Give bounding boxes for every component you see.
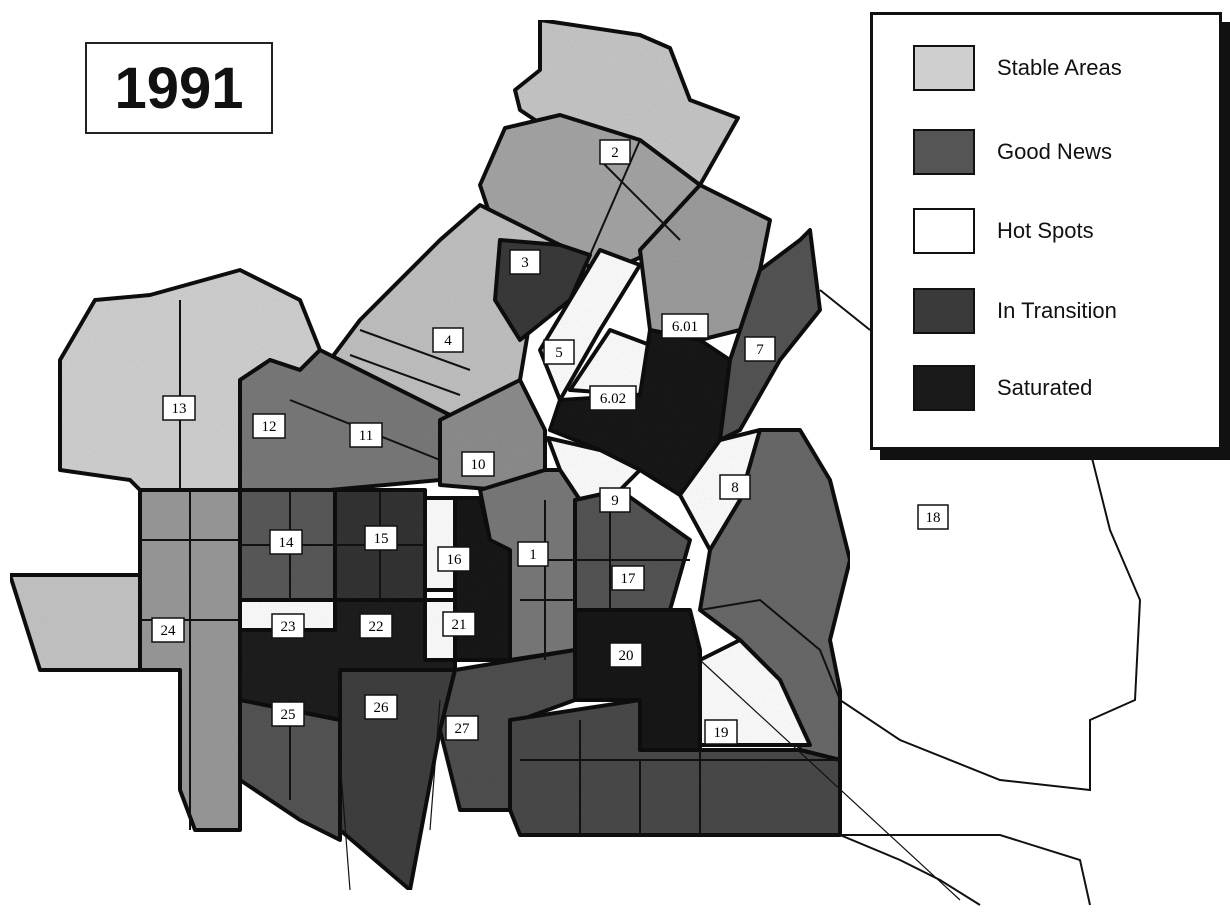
year-title-box: 1991 [85, 42, 273, 134]
tract-label: 2 [599, 139, 631, 165]
tract-label: 26 [364, 694, 398, 720]
tract-label: 17 [611, 565, 645, 591]
tract-label: 16 [437, 546, 471, 572]
tract-label: 9 [599, 487, 631, 513]
legend-label: In Transition [997, 298, 1117, 323]
svg-text:1: 1 [529, 547, 537, 563]
tract-label: 10 [461, 451, 495, 477]
svg-text:23: 23 [281, 619, 296, 635]
tract-label: 22 [359, 613, 393, 639]
region-tract-7 [718, 228, 822, 442]
tract-label: 6.01 [661, 313, 709, 339]
legend-label: Saturated [997, 375, 1093, 400]
tract-label: 1 [517, 541, 549, 567]
region-tract-24 [8, 573, 142, 672]
svg-text:5: 5 [555, 345, 563, 361]
legend: Stable Areas Good News Hot Spots In Tran… [870, 12, 1222, 450]
legend-label: Good News [997, 139, 1112, 164]
svg-text:10: 10 [471, 457, 486, 473]
svg-text:20: 20 [619, 648, 634, 664]
tract-label: 7 [744, 336, 776, 362]
svg-text:15: 15 [374, 531, 389, 547]
svg-text:21: 21 [452, 617, 467, 633]
tract-label: 15 [364, 525, 398, 551]
region-south-blocks [508, 698, 842, 837]
svg-text:6.01: 6.01 [672, 319, 698, 335]
svg-text:24: 24 [161, 623, 177, 639]
svg-text:22: 22 [369, 619, 384, 635]
tract-label: 6.02 [589, 385, 637, 411]
region-tract-17 [573, 488, 692, 612]
tract-label: 23 [271, 613, 305, 639]
region-east-lobe [698, 428, 852, 762]
svg-text:26: 26 [374, 700, 390, 716]
legend-swatch [913, 208, 975, 254]
legend-swatch [913, 288, 975, 334]
tract-label: 13 [162, 395, 196, 421]
tract-label: 21 [442, 611, 476, 637]
tract-label: 4 [432, 327, 464, 353]
legend-item-stable-areas: Stable Areas [913, 45, 1122, 91]
svg-text:18: 18 [926, 510, 941, 526]
svg-text:7: 7 [756, 342, 764, 358]
legend-label: Hot Spots [997, 218, 1094, 243]
tract-label: 3 [509, 249, 541, 275]
region-hot-19 [698, 638, 812, 747]
region-hot-16 [423, 496, 457, 592]
svg-text:3: 3 [521, 255, 529, 271]
tract-label: 5 [543, 339, 575, 365]
tract-label: 12 [252, 413, 286, 439]
svg-text:11: 11 [359, 428, 373, 444]
svg-text:9: 9 [611, 493, 619, 509]
legend-item-good-news: Good News [913, 129, 1112, 175]
tract-label: 8 [719, 474, 751, 500]
tract-label: 19 [704, 719, 738, 745]
svg-text:4: 4 [444, 333, 452, 349]
legend-swatch [913, 365, 975, 411]
svg-text:6.02: 6.02 [600, 391, 626, 407]
legend-item-hot-spots: Hot Spots [913, 208, 1094, 254]
tract-label: 20 [609, 642, 643, 668]
year-title: 1991 [114, 55, 244, 121]
tract-label: 14 [269, 529, 303, 555]
legend-label: Stable Areas [997, 55, 1122, 80]
svg-text:25: 25 [281, 707, 296, 723]
tract-labels: 2 3 4 5 6.01 6.02 7 8 9 10 11 12 13 14 1… [151, 139, 949, 745]
svg-text:8: 8 [731, 480, 739, 496]
svg-text:19: 19 [714, 725, 729, 741]
svg-text:16: 16 [447, 552, 463, 568]
svg-text:13: 13 [172, 401, 187, 417]
svg-text:14: 14 [279, 535, 295, 551]
legend-swatch [913, 129, 975, 175]
svg-text:27: 27 [455, 721, 471, 737]
legend-swatch [913, 45, 975, 91]
legend-item-in-transition: In Transition [913, 288, 1117, 334]
svg-text:2: 2 [611, 145, 619, 161]
legend-item-saturated: Saturated [913, 365, 1092, 411]
tract-label: 24 [151, 617, 185, 643]
tract-label: 25 [271, 701, 305, 727]
tract-label: 18 [917, 504, 949, 530]
tract-label: 27 [445, 715, 479, 741]
tract-label: 11 [349, 422, 383, 448]
svg-text:17: 17 [621, 571, 637, 587]
svg-text:12: 12 [262, 419, 277, 435]
region-tract-26 [338, 668, 457, 892]
